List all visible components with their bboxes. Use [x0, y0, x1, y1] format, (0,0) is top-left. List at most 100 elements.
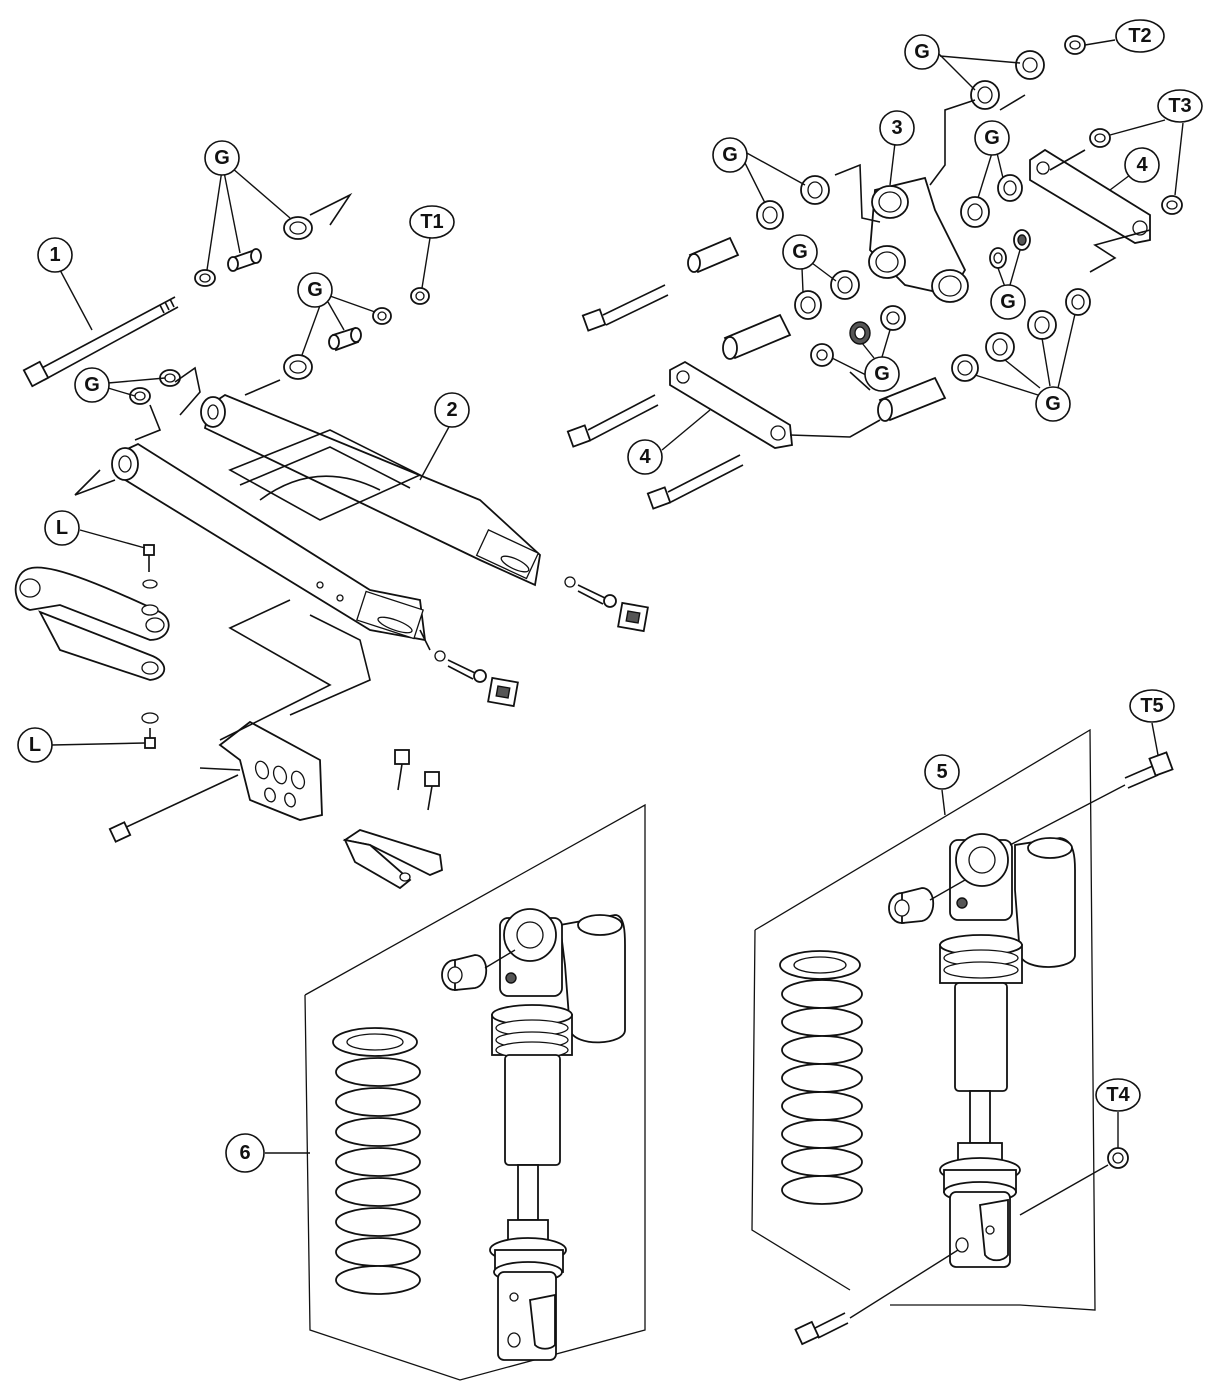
- callout-label: 5: [936, 761, 947, 783]
- leader-lines: [51, 39, 1184, 1154]
- callout-t3: T3: [1157, 89, 1203, 123]
- shock-bolt-t5: [1009, 751, 1174, 846]
- nut-t3-lower: [1161, 195, 1183, 215]
- callout-label: 1: [49, 244, 60, 266]
- bearing-g2: [830, 270, 860, 300]
- shock-bushing-6: [441, 954, 488, 991]
- seal-g5a: [989, 247, 1007, 269]
- callout-label: 4: [1136, 154, 1148, 176]
- callout-label: L: [29, 734, 41, 756]
- callout-g-link-lower: G: [864, 356, 900, 392]
- chain-slider: [14, 566, 170, 681]
- collar-3: [877, 376, 947, 422]
- callout-5: 5: [924, 754, 960, 790]
- callout-label: G: [874, 363, 890, 385]
- callout-label: T1: [420, 211, 443, 233]
- bearing-g3: [960, 196, 990, 228]
- callout-label: G: [1000, 291, 1016, 313]
- linkage-group: [566, 35, 1183, 510]
- callout-l-lower: L: [17, 727, 53, 763]
- seal-g1: [756, 200, 784, 230]
- pivot-nut-t1: [410, 287, 430, 305]
- rocker-arm: [868, 176, 969, 303]
- pivot-collar: [227, 248, 262, 272]
- bearing-g1: [800, 175, 830, 205]
- shock-body-6: [489, 908, 626, 1361]
- seal-g5b: [1013, 229, 1031, 251]
- pivot-collar-left-lower: [129, 369, 181, 405]
- callout-g-link-top: G: [904, 34, 940, 70]
- callout-g-link-left: G: [712, 137, 748, 173]
- swingarm-group: [14, 192, 649, 890]
- bearing-g7b: [1027, 310, 1057, 340]
- callout-g-link-mid: G: [782, 234, 818, 270]
- linkage-bolt-top: [581, 284, 669, 332]
- chain-adjuster-lower: [434, 650, 519, 708]
- callout-label: G: [914, 41, 930, 63]
- callout-label: 4: [639, 446, 651, 468]
- callout-g-link-right: G: [990, 284, 1026, 320]
- callout-label: T4: [1106, 1084, 1130, 1106]
- callout-label: G: [84, 374, 100, 396]
- seal-g7b: [1065, 288, 1091, 316]
- bushing-g6: [810, 343, 834, 367]
- callout-label: G: [307, 279, 323, 301]
- callout-t4: T4: [1095, 1078, 1141, 1112]
- linkage-bolt-mid: [566, 394, 659, 448]
- spring-6: [332, 1027, 421, 1295]
- chain-guide: [108, 720, 323, 843]
- chain-adjuster-upper: [564, 576, 649, 633]
- linkage-bolt-low: [646, 454, 744, 510]
- slider-screw-top: [141, 544, 159, 616]
- shock-nut-t4: [1019, 1147, 1129, 1216]
- callout-g-swingarm-right: G: [297, 272, 333, 308]
- collar-2: [722, 313, 792, 360]
- callout-g-swingarm-top: G: [204, 140, 240, 176]
- seal-g7: [951, 354, 979, 382]
- pivot-bearing-right: [283, 354, 313, 380]
- pivot-collar-right: [328, 326, 362, 352]
- shock-bolt-lower: [794, 1249, 959, 1346]
- callout-l-upper: L: [44, 510, 80, 546]
- seal-top: [1015, 50, 1045, 80]
- pivot-shaft: [22, 296, 179, 388]
- callout-label: T3: [1168, 95, 1191, 117]
- swingarm: [111, 393, 541, 642]
- callout-label: T2: [1128, 25, 1151, 47]
- callout-label: 6: [239, 1142, 250, 1164]
- callout-label: G: [722, 144, 738, 166]
- pivot-seal-left: [194, 269, 216, 287]
- bearing-g7: [985, 332, 1015, 362]
- callout-t5: T5: [1129, 689, 1175, 723]
- collar-1: [687, 236, 740, 274]
- callout-label: G: [792, 241, 808, 263]
- callout-label: 3: [891, 117, 902, 139]
- slider-screw-bottom: [141, 712, 159, 749]
- nut-t3-upper: [1089, 128, 1111, 148]
- seal-g2: [794, 290, 822, 320]
- bearing-g6: [880, 305, 906, 331]
- shock-bushing-5: [888, 887, 935, 924]
- callout-3: 3: [879, 110, 915, 146]
- callout-4-upper: 4: [1124, 147, 1160, 183]
- pivot-bearing: [283, 216, 313, 240]
- callout-6: 6: [225, 1133, 265, 1173]
- shock-absorber-5: [484, 728, 1174, 1346]
- callout-label: G: [984, 127, 1000, 149]
- callout-label: L: [56, 517, 68, 539]
- callout-g-swingarm-left: G: [74, 367, 110, 403]
- spring-5: [779, 950, 863, 1205]
- callout-2: 2: [434, 392, 470, 428]
- callout-t1: T1: [409, 205, 455, 239]
- chain-guide-slider: [342, 749, 443, 890]
- callout-4-lower: 4: [627, 439, 663, 475]
- callout-g-link-rocker: G: [974, 120, 1010, 156]
- shock-absorber-6: [304, 803, 646, 1381]
- seal-g6: [849, 321, 871, 345]
- bearing-top: [970, 80, 1000, 110]
- callout-label: G: [1045, 393, 1061, 415]
- callout-g-link-bottom: G: [1035, 386, 1071, 422]
- callout-label: T5: [1140, 695, 1163, 717]
- tie-rod-lower: [669, 360, 793, 449]
